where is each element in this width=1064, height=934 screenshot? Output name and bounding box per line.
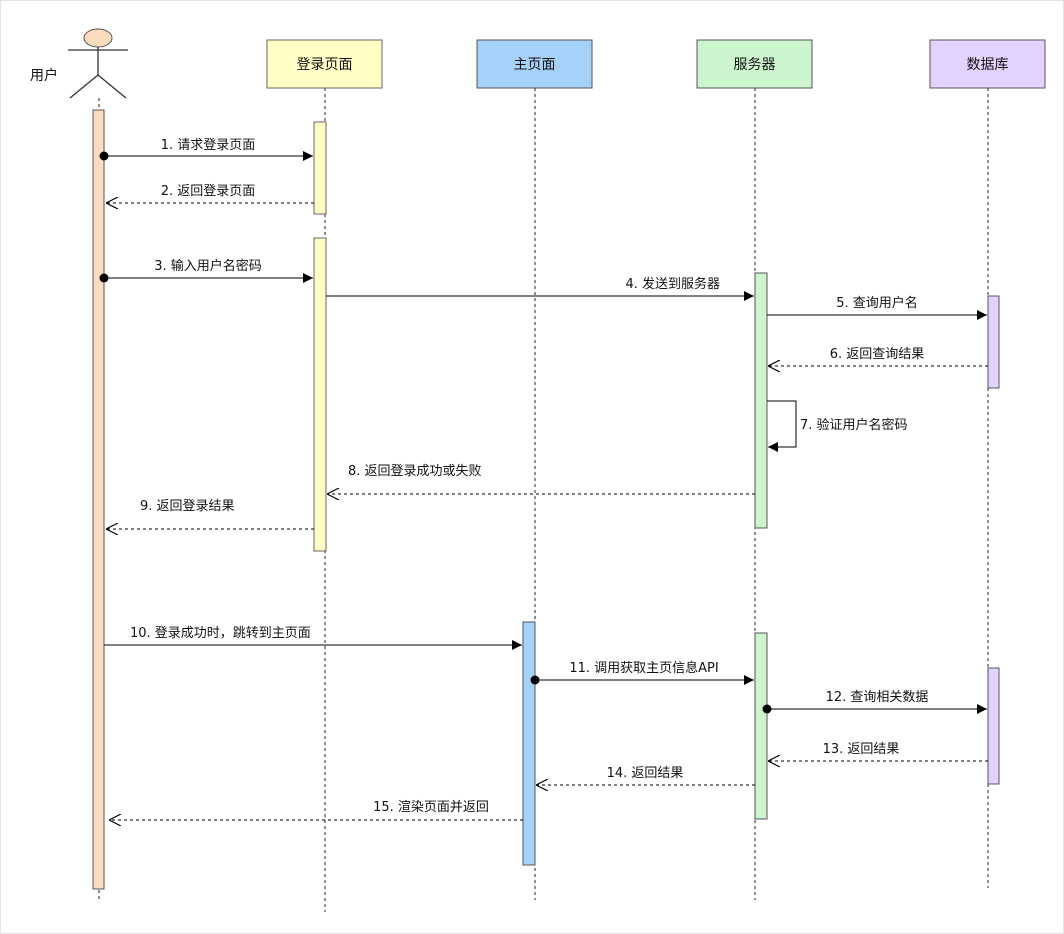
message-11-label: 11. 调用获取主页信息API <box>569 660 718 676</box>
participant-label-home: 主页面 <box>514 57 556 73</box>
activation-login-1 <box>313 121 327 215</box>
activation-server-1 <box>754 272 768 529</box>
participant-label-login: 登录页面 <box>297 57 353 73</box>
participant-label-server: 服务器 <box>734 57 776 73</box>
message-7-arrow <box>767 400 797 452</box>
activation-db-2 <box>987 667 1000 785</box>
activation-login-2 <box>313 237 327 552</box>
message-2-label: 2. 返回登录页面 <box>161 184 256 199</box>
message-7-label: 7. 验证用户名密码 <box>800 417 908 433</box>
activation-server-2 <box>754 632 768 820</box>
activation-home <box>522 621 536 866</box>
activation-user <box>92 109 105 890</box>
message-3-label: 3. 输入用户名密码 <box>154 258 262 274</box>
message-6-label: 6. 返回查询结果 <box>830 347 925 362</box>
message-12-label: 12. 查询相关数据 <box>826 690 929 705</box>
participant-label-db: 数据库 <box>967 57 1009 73</box>
participant-box-db <box>929 39 1046 89</box>
message-15-label: 15. 渲染页面并返回 <box>373 800 489 815</box>
message-13-label: 13. 返回结果 <box>823 742 900 757</box>
message-9-label: 9. 返回登录结果 <box>140 499 235 514</box>
message-8-label: 8. 返回登录成功或失败 <box>348 464 482 479</box>
activation-db-1 <box>987 295 1000 389</box>
participant-box-login <box>266 39 383 89</box>
participant-box-home <box>476 39 593 89</box>
actor-user-icon <box>68 28 128 99</box>
message-1-label: 1. 请求登录页面 <box>161 138 256 153</box>
message-4-label: 4. 发送到服务器 <box>625 276 720 292</box>
message-5-label: 5. 查询用户名 <box>836 295 918 311</box>
participant-label-user: 用户 <box>30 67 58 84</box>
message-14-label: 14. 返回结果 <box>607 766 684 781</box>
participant-box-server <box>696 39 813 89</box>
message-10-label: 10. 登录成功时，跳转到主页面 <box>130 626 311 641</box>
